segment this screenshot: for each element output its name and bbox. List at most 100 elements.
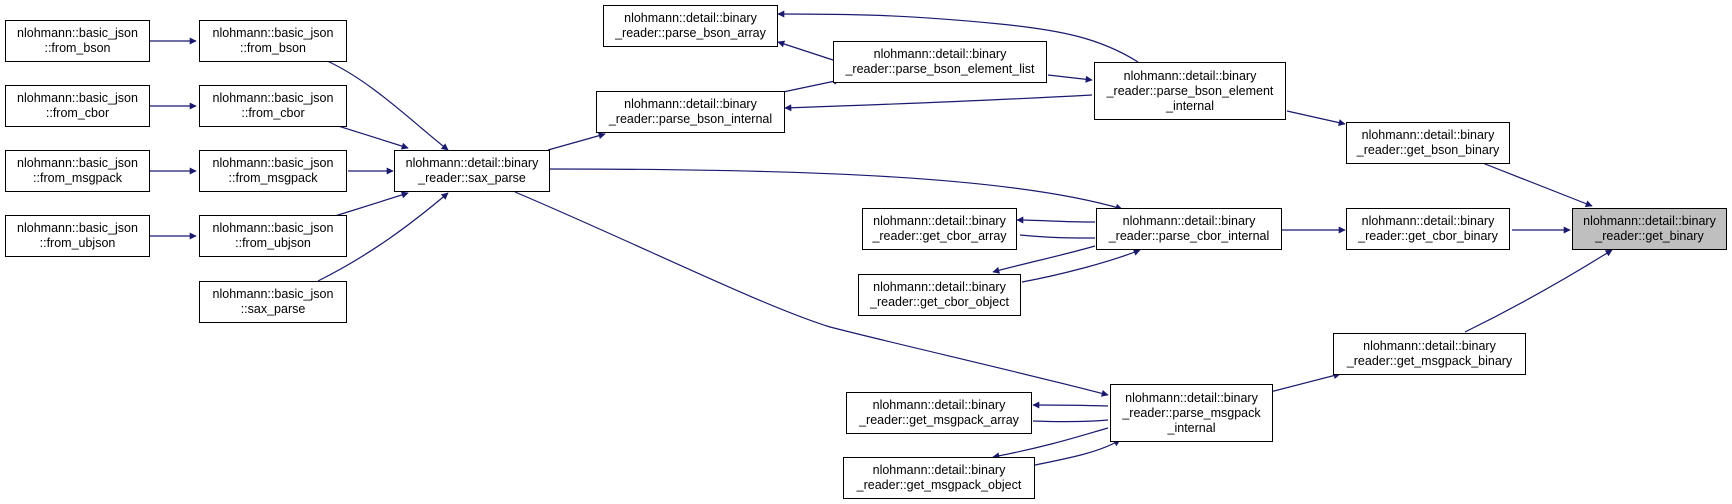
node-label: ::from_cbor <box>45 106 110 120</box>
node-label: nlohmann::detail::binary <box>624 97 757 111</box>
node-label: _reader::parse_bson_element_list <box>845 62 1035 76</box>
edge <box>784 94 1093 112</box>
edge <box>992 245 1096 274</box>
edge <box>1021 249 1141 283</box>
node-get-bson-binary[interactable]: nlohmann::detail::binary _reader::get_bs… <box>1346 122 1510 164</box>
node-basic-json-from-bson[interactable]: nlohmann::basic_json ::from_bson <box>199 20 347 62</box>
node-label: nlohmann::basic_json <box>212 221 334 235</box>
node-basic-json-from-ubjson-caller[interactable]: nlohmann::basic_json ::from_ubjson <box>5 215 150 257</box>
node-label: nlohmann::basic_json <box>212 156 334 170</box>
node-get-cbor-object[interactable]: nlohmann::detail::binary _reader::get_cb… <box>858 274 1021 316</box>
node-get-cbor-binary[interactable]: nlohmann::detail::binary _reader::get_cb… <box>1346 208 1510 250</box>
node-label: _reader::parse_bson_array <box>615 26 766 40</box>
node-label: nlohmann::basic_json <box>17 26 138 40</box>
node-label: ::from_bson <box>44 41 111 55</box>
edge <box>334 124 409 150</box>
node-label: ::from_ubjson <box>39 236 116 250</box>
node-label: nlohmann::basic_json <box>212 287 334 301</box>
node-label: _reader::parse_bson_element <box>1106 83 1274 98</box>
node-label: nlohmann::detail::binary <box>1583 214 1716 228</box>
edge <box>324 59 449 151</box>
node-get-msgpack-object[interactable]: nlohmann::detail::binary _reader::get_ms… <box>843 457 1035 499</box>
edge <box>1019 234 1096 239</box>
node-label: _reader::parse_cbor_internal <box>1108 229 1270 243</box>
node-basic-json-from-msgpack-caller[interactable]: nlohmann::basic_json ::from_msgpack <box>5 150 150 192</box>
node-label: nlohmann::basic_json <box>17 91 138 105</box>
node-parse-bson-element-internal[interactable]: nlohmann::detail::binary _reader::parse_… <box>1094 62 1286 120</box>
edge <box>514 191 1109 397</box>
node-label: _internal <box>1166 98 1214 113</box>
node-get-cbor-array[interactable]: nlohmann::detail::binary _reader::get_cb… <box>862 208 1017 250</box>
node-label: _reader::sax_parse <box>418 171 526 185</box>
node-label: _reader::get_cbor_binary <box>1358 229 1498 243</box>
edge <box>777 10 1139 63</box>
node-label: nlohmann::detail::binary <box>872 398 1006 412</box>
node-label: nlohmann::detail::binary <box>1361 128 1495 142</box>
node-label: ::sax_parse <box>240 302 306 316</box>
edge <box>1269 372 1341 393</box>
node-get-msgpack-binary[interactable]: nlohmann::detail::binary _reader::get_ms… <box>1333 333 1526 375</box>
node-label: nlohmann::detail::binary <box>405 156 539 170</box>
node-basic-json-from-cbor-caller[interactable]: nlohmann::basic_json ::from_cbor <box>5 85 150 127</box>
edge <box>992 427 1109 460</box>
node-label: _reader::get_binary <box>1595 229 1704 243</box>
edge <box>1286 110 1346 127</box>
edge <box>547 132 606 151</box>
node-label: nlohmann::basic_json <box>17 156 138 170</box>
node-label: nlohmann::detail::binary <box>873 214 1006 228</box>
node-label: nlohmann::detail::binary <box>1361 214 1495 228</box>
node-basic-json-from-ubjson[interactable]: nlohmann::basic_json ::from_ubjson <box>199 215 347 257</box>
node-label: _reader::get_msgpack_array <box>859 413 1019 427</box>
node-parse-bson-internal[interactable]: nlohmann::detail::binary _reader::parse_… <box>596 91 785 133</box>
node-label: nlohmann::detail::binary <box>1125 390 1258 405</box>
node-label: nlohmann::detail::binary <box>873 47 1007 61</box>
node-label: nlohmann::detail::binary <box>1363 339 1496 353</box>
edge <box>1032 419 1109 423</box>
node-label: _reader::get_cbor_object <box>870 295 1009 309</box>
node-sax-parse[interactable]: nlohmann::detail::binary _reader::sax_pa… <box>394 150 550 192</box>
node-label: nlohmann::basic_json <box>17 221 138 235</box>
node-label: nlohmann::basic_json <box>212 26 334 40</box>
node-label: nlohmann::detail::binary <box>1122 214 1256 228</box>
node-label: nlohmann::detail::binary <box>872 463 1006 477</box>
node-label: nlohmann::detail::binary <box>1123 68 1257 83</box>
node-get-binary[interactable]: nlohmann::detail::binary _reader::get_bi… <box>1572 208 1727 250</box>
edge <box>1047 74 1093 83</box>
node-basic-json-from-bson-caller[interactable]: nlohmann::basic_json ::from_bson <box>5 20 150 62</box>
node-parse-bson-element-list[interactable]: nlohmann::detail::binary _reader::parse_… <box>833 41 1047 83</box>
node-label: _reader::parse_bson_internal <box>608 112 773 126</box>
node-label: _reader::get_cbor_array <box>872 229 1007 243</box>
edge <box>334 191 409 217</box>
node-label: nlohmann::detail::binary <box>624 11 757 25</box>
node-get-msgpack-array[interactable]: nlohmann::detail::binary _reader::get_ms… <box>846 392 1032 434</box>
node-label: nlohmann::basic_json <box>212 91 334 105</box>
node-basic-json-from-cbor[interactable]: nlohmann::basic_json ::from_cbor <box>199 85 347 127</box>
node-parse-bson-array[interactable]: nlohmann::detail::binary _reader::parse_… <box>603 5 778 47</box>
node-label: nlohmann::detail::binary <box>873 280 1006 294</box>
node-label: _internal <box>1167 420 1216 435</box>
edge <box>1479 161 1593 207</box>
edge <box>1034 439 1121 466</box>
node-label: _reader::get_msgpack_object <box>856 478 1022 492</box>
node-label: ::from_msgpack <box>228 171 318 185</box>
edge <box>1464 249 1613 333</box>
node-parse-msgpack-internal[interactable]: nlohmann::detail::binary _reader::parse_… <box>1110 384 1273 442</box>
edge <box>782 77 841 93</box>
node-label: _reader::get_msgpack_binary <box>1346 354 1513 368</box>
node-label: ::from_ubjson <box>235 236 311 250</box>
node-label: _reader::get_bson_binary <box>1356 143 1500 157</box>
edge <box>1016 216 1096 224</box>
node-label: ::from_msgpack <box>33 171 122 185</box>
edge <box>777 40 834 61</box>
node-parse-cbor-internal[interactable]: nlohmann::detail::binary _reader::parse_… <box>1096 208 1282 250</box>
edge <box>317 192 449 282</box>
node-basic-json-sax-parse[interactable]: nlohmann::basic_json ::sax_parse <box>199 281 347 323</box>
node-label: ::from_bson <box>239 41 306 55</box>
edge <box>549 168 1123 211</box>
node-basic-json-from-msgpack[interactable]: nlohmann::basic_json ::from_msgpack <box>199 150 347 192</box>
edge <box>1032 401 1109 409</box>
node-label: ::from_cbor <box>241 106 305 120</box>
node-label: _reader::parse_msgpack <box>1122 405 1261 420</box>
